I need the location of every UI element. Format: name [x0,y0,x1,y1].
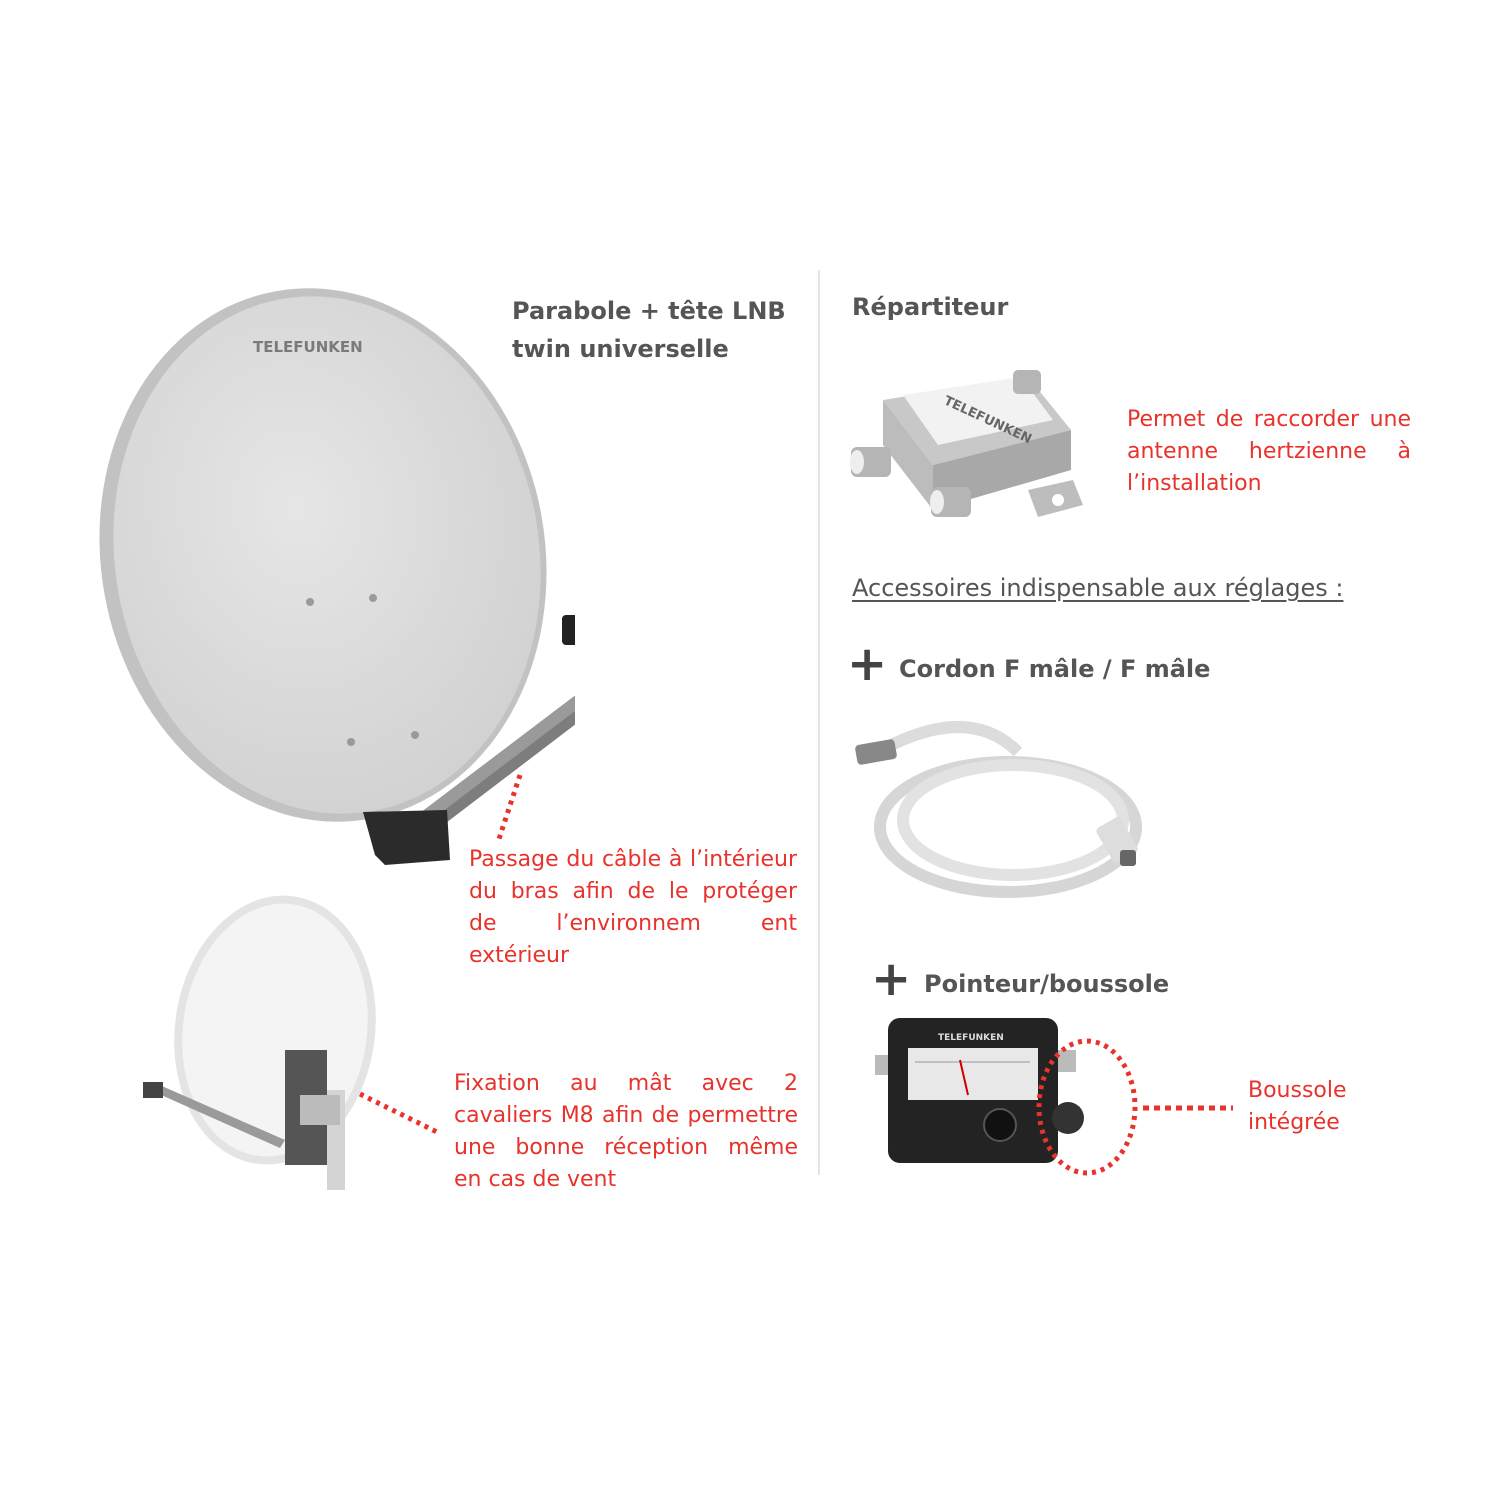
cable-title: Cordon F mâle / F mâle [899,655,1211,683]
cable-note: Passage du câble à l’intérieur du bras a… [469,844,797,972]
compass-highlight [1035,1035,1255,1180]
dish-image: TELEFUNKEN [95,280,575,880]
compass-note-line1: Boussole [1248,1078,1347,1103]
mount-note-line4: en cas de vent [454,1167,617,1192]
splitter-note-line2: antenne hertzienne à [1127,439,1411,464]
cable-note-line3: de l’environnem ent extérieur [469,911,797,968]
mount-note-line3: une bonne réception même [454,1135,798,1160]
dish-title-line2: twin universelle [512,335,729,363]
cable-note-line2: du bras afin de le protéger [469,879,797,904]
mount-note-line1: Fixation au mât avec 2 [454,1071,798,1096]
dish-brand-text: TELEFUNKEN [253,338,363,356]
mount-note-pointer [355,1088,445,1138]
cable-image [848,712,1158,912]
dish-title: Parabole + tête LNB twin universelle [512,292,812,368]
column-divider [818,270,820,1175]
finder-brand-text: TELEFUNKEN [938,1033,1004,1043]
splitter-note-line3: l’installation [1127,471,1262,496]
compass-note-line2: intégrée [1248,1110,1340,1135]
dish-title-line1: Parabole + tête LNB [512,297,786,325]
splitter-note: Permet de raccorder une antenne hertzien… [1127,404,1411,500]
mount-note-line2: cavaliers M8 afin de permettre [454,1103,798,1128]
cable-note-line1: Passage du câble à l’intérieur [469,847,797,872]
accessories-heading: Accessoires indispensable aux réglages : [852,574,1344,602]
finder-title: Pointeur/boussole [924,970,1170,998]
finder-image: TELEFUNKEN [870,1010,1090,1170]
compass-note: Boussole intégrée [1248,1075,1347,1139]
mount-image [135,890,395,1190]
plus-icon: + [847,636,888,692]
splitter-note-line1: Permet de raccorder une [1127,407,1411,432]
cable-note-pointer [490,770,530,850]
plus-icon: + [871,951,912,1007]
splitter-title: Répartiteur [852,293,1009,321]
mount-note: Fixation au mât avec 2 cavaliers M8 afin… [454,1068,798,1196]
splitter-image: TELEFUNKEN [843,355,1093,530]
